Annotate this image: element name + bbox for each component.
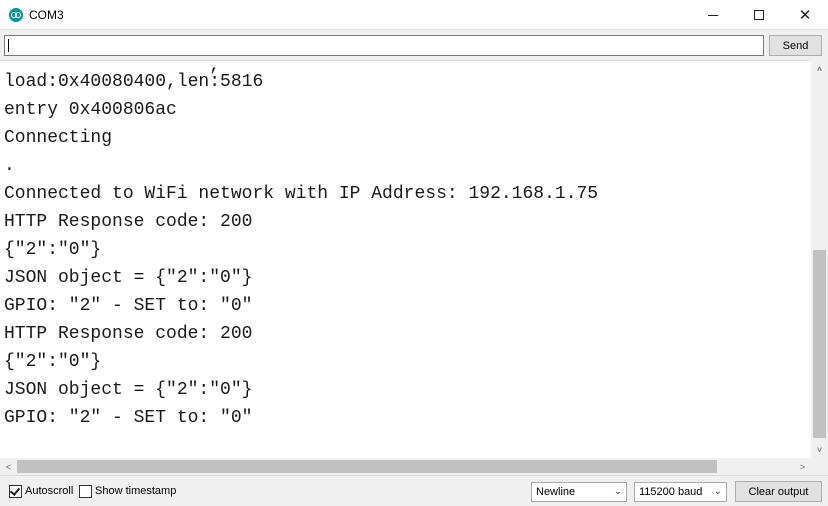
clear-output-button[interactable]: Clear output (735, 481, 822, 502)
scroll-corner (811, 458, 828, 475)
autoscroll-checkbox[interactable] (9, 485, 22, 498)
scroll-left-icon[interactable]: < (5, 461, 12, 472)
console-line: HTTP Response code: 200 (4, 212, 253, 232)
console-line: JSON object = {"2":"0"} (4, 380, 253, 400)
baud-rate-select[interactable]: 115200 baud ⌄ (634, 482, 727, 502)
console-line: GPIO: "2" - SET to: "0" (4, 296, 253, 316)
minimize-button[interactable] (690, 0, 736, 30)
console-line: Connecting (4, 128, 113, 148)
minimize-icon (708, 14, 718, 16)
console-line: Connected to WiFi network with IP Addres… (4, 184, 599, 204)
title-bar: COM3 ✕ (0, 0, 828, 30)
console-line: JSON object = {"2":"0"} (4, 268, 253, 288)
scroll-down-icon[interactable]: ˅ (816, 444, 823, 455)
show-timestamp-checkbox[interactable] (79, 485, 92, 498)
chevron-down-icon: ⌄ (613, 486, 622, 497)
text-caret (8, 39, 9, 52)
maximize-button[interactable] (736, 0, 782, 30)
vertical-scrollbar[interactable]: ˄ ˅ (811, 60, 828, 458)
arduino-icon (9, 8, 23, 22)
checkmark-icon (9, 485, 21, 496)
send-button[interactable]: Send (769, 35, 822, 56)
vertical-scroll-thumb[interactable] (813, 250, 826, 438)
scroll-up-icon[interactable]: ˄ (816, 63, 823, 74)
serial-output[interactable]: , load:0x40080400,len:5816 entry 0x40080… (0, 60, 811, 458)
window-title: COM3 (29, 8, 64, 22)
horizontal-scroll-thumb[interactable] (17, 460, 717, 473)
console-line: . (4, 156, 15, 176)
console-line: {"2":"0"} (4, 240, 102, 260)
close-icon: ✕ (798, 7, 812, 24)
line-ending-value: Newline (536, 486, 576, 498)
maximize-icon (754, 10, 764, 20)
horizontal-scrollbar[interactable]: < > (0, 458, 811, 475)
chevron-down-icon: ⌄ (713, 486, 722, 497)
console-line: GPIO: "2" - SET to: "0" (4, 408, 253, 428)
status-bar: Autoscroll Show timestamp Newline ⌄ 1152… (0, 475, 828, 506)
close-button[interactable]: ✕ (782, 0, 828, 30)
console-line: load:0x40080400,len:5816 (4, 72, 264, 92)
console-line: {"2":"0"} (4, 352, 102, 372)
scroll-right-icon[interactable]: > (799, 461, 806, 472)
autoscroll-label[interactable]: Autoscroll (25, 485, 74, 497)
send-row: Send (0, 31, 828, 60)
line-ending-select[interactable]: Newline ⌄ (531, 482, 627, 502)
console-line: HTTP Response code: 200 (4, 324, 253, 344)
baud-rate-value: 115200 baud (639, 486, 703, 498)
show-timestamp-label[interactable]: Show timestamp (95, 485, 177, 497)
console-line-partial: , (4, 60, 221, 76)
console-line: entry 0x400806ac (4, 100, 177, 120)
serial-send-input[interactable] (4, 35, 764, 56)
